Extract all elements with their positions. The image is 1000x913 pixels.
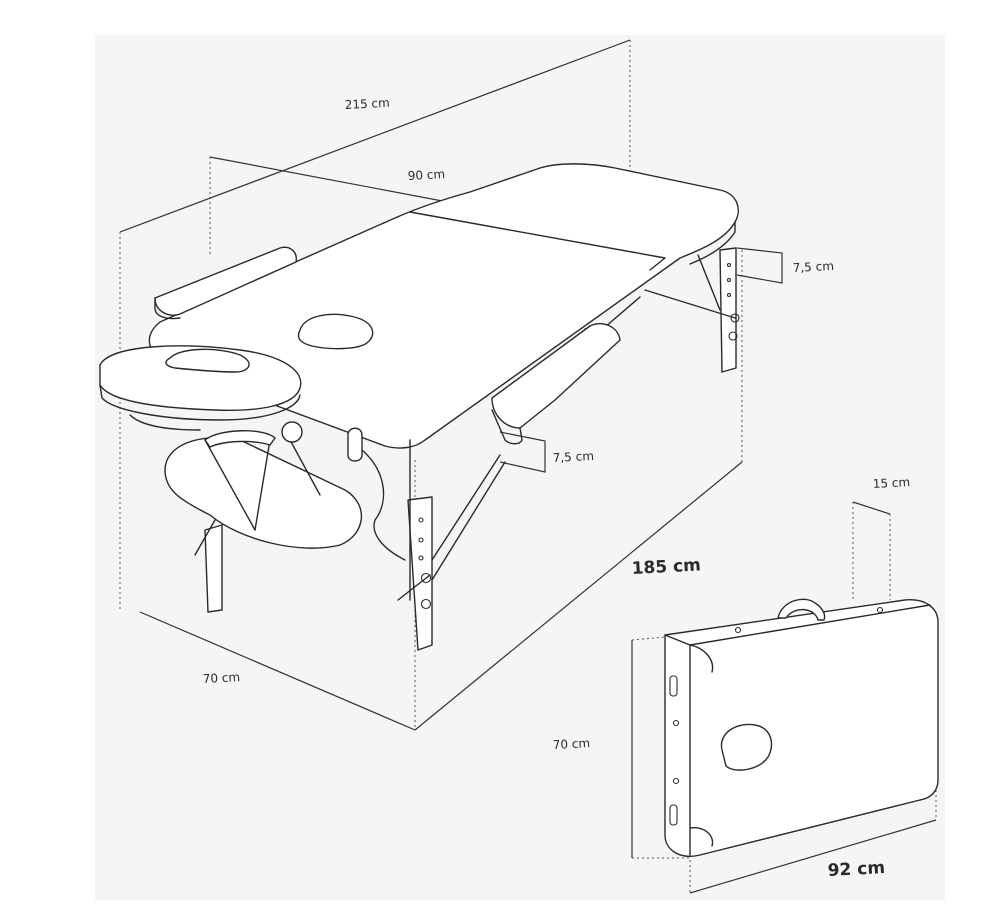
leg-front-right xyxy=(407,496,433,651)
label-185cm: 185 cm xyxy=(631,555,701,579)
folded-case-illustration xyxy=(631,501,939,894)
cradle-knob-icon xyxy=(281,421,303,443)
dim-case-length xyxy=(689,819,937,894)
massage-table-illustration xyxy=(99,39,783,731)
label-15cm: 15 cm xyxy=(872,475,910,491)
label-70cm-case: 70 cm xyxy=(552,736,590,752)
face-hole xyxy=(297,313,374,350)
case-face-hole xyxy=(720,723,773,771)
dim-line-215 xyxy=(119,39,631,233)
label-70cm-floor: 70 cm xyxy=(202,670,240,686)
dim-line-185 xyxy=(414,461,743,731)
case-body xyxy=(664,599,939,857)
dim-step-side xyxy=(499,431,546,473)
dim-step-top xyxy=(736,247,783,284)
leg-front-left xyxy=(204,524,223,613)
case-handle-icon xyxy=(777,598,826,621)
dim-case-thickness xyxy=(852,501,891,515)
armrest-right xyxy=(491,322,621,429)
side-lock-icon xyxy=(347,427,363,462)
carry-bag xyxy=(164,436,362,549)
leg-back-right xyxy=(719,247,737,373)
label-92cm: 92 cm xyxy=(827,858,885,881)
label-90cm: 90 cm xyxy=(407,167,445,183)
label-7-5cm-side: 7,5 cm xyxy=(552,449,594,465)
label-7-5cm-top: 7,5 cm xyxy=(792,259,834,275)
armrest-left xyxy=(154,246,297,316)
dim-line-70-floor xyxy=(139,611,416,731)
label-215cm: 215 cm xyxy=(344,96,390,112)
face-cradle xyxy=(99,345,302,412)
